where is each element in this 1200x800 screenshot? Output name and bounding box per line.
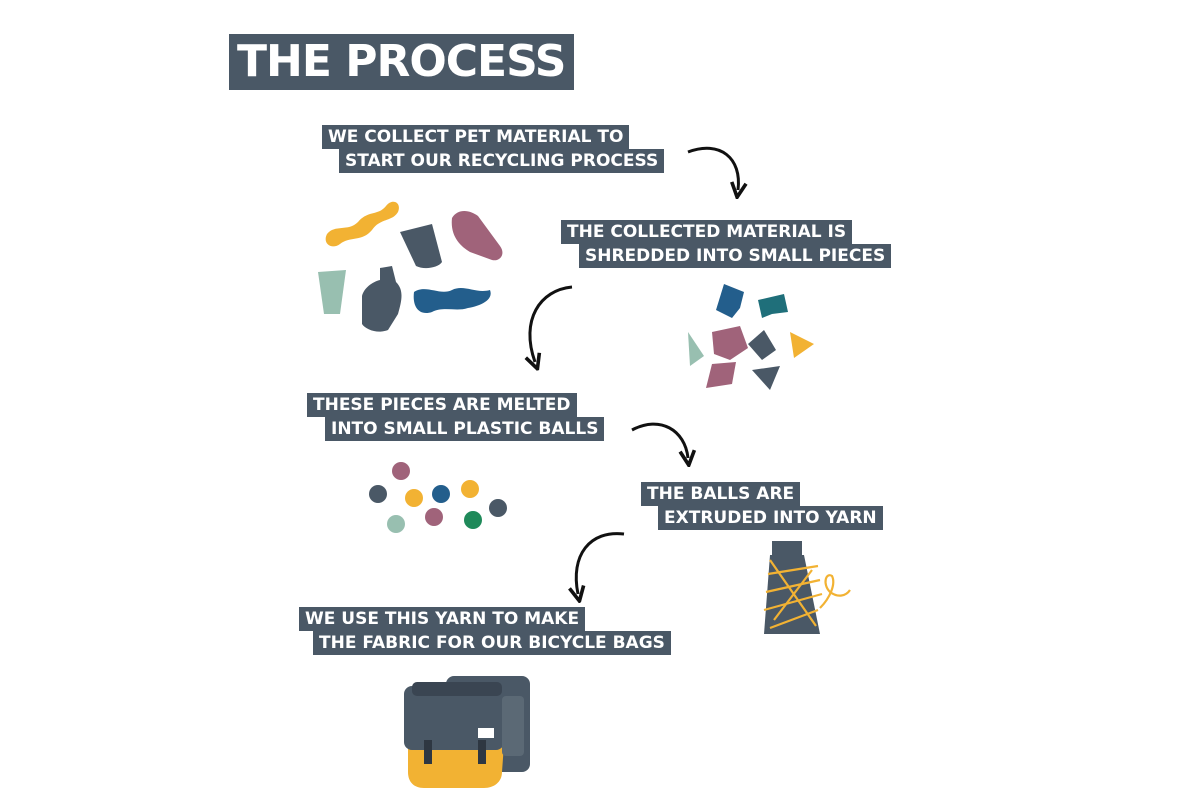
step-1-line-1: WE COLLECT PET MATERIAL TO [322,125,630,149]
plastic-balls-icon [369,462,507,533]
collected-pet-items-icon [318,201,503,332]
bicycle-bag-icon [404,676,530,788]
yarn-spool-icon [763,541,851,634]
curved-arrow-icon [631,422,688,458]
page-title: THE PROCESS [229,34,574,90]
step-5-line-1: WE USE THIS YARN TO MAKE [299,607,586,631]
step-1-line-2: START OUR RECYCLING PROCESS [339,149,665,173]
curved-arrow-icon [576,532,625,594]
curved-arrow-icon [687,146,738,190]
step-3-line-1: THESE PIECES ARE MELTED [307,393,577,417]
step-4-line-1: THE BALLS ARE [641,482,801,506]
step-3-line-2: INTO SMALL PLASTIC BALLS [325,417,605,441]
shredded-pieces-icon [688,284,814,390]
step-4-line-2: EXTRUDED INTO YARN [658,506,883,530]
step-2-line-2: SHREDDED INTO SMALL PIECES [579,244,892,268]
step-2-line-1: THE COLLECTED MATERIAL IS [561,220,853,244]
curved-arrow-icon [530,285,573,362]
step-5-line-2: THE FABRIC FOR OUR BICYCLE BAGS [313,631,671,655]
